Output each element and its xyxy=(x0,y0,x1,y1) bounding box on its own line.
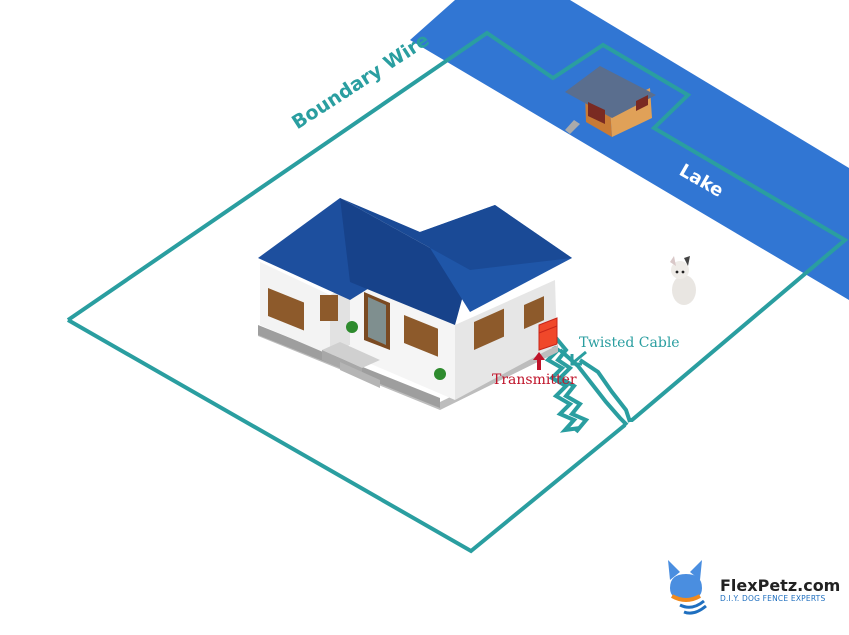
twisted-cable-label: Twisted Cable xyxy=(579,335,680,351)
transmitter-box xyxy=(538,317,558,351)
boundary-wire-bottom xyxy=(67,318,627,554)
brand-logo: FlexPetz.com D.I.Y. DOG FENCE EXPERTS xyxy=(720,576,840,603)
brand-name: FlexPetz.com xyxy=(720,576,841,595)
brand-tagline: D.I.Y. DOG FENCE EXPERTS xyxy=(720,594,826,603)
transmitter-label: Transmitter xyxy=(492,372,577,388)
lake-area xyxy=(410,0,849,300)
boathouse xyxy=(565,66,656,137)
flexpetz-logo-icon xyxy=(668,560,707,615)
dog-image xyxy=(670,256,696,305)
house xyxy=(258,198,572,410)
boundary-wire xyxy=(66,30,849,422)
twisted-cable-arrow-icon xyxy=(570,350,587,366)
transmitter-arrow-icon xyxy=(533,352,545,370)
